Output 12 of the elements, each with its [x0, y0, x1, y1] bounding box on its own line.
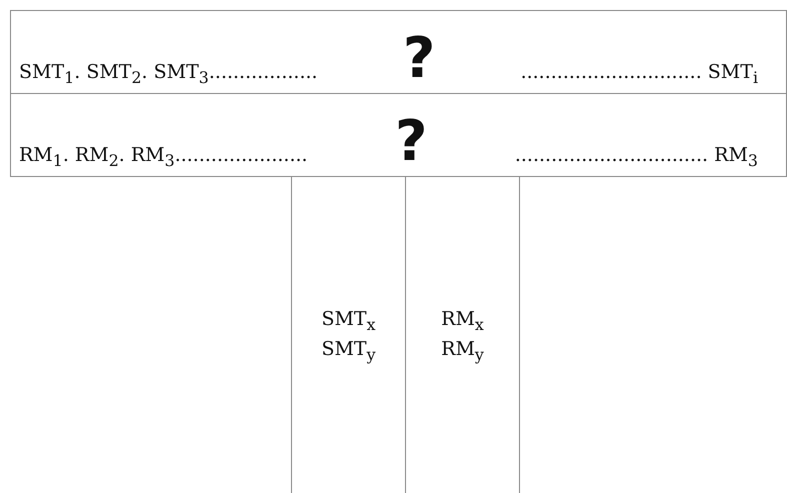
question-mark: ?: [402, 31, 436, 87]
column-label: SMT$_{x}$: [320, 307, 377, 336]
sequence-label: ................................ RM$_{3}$: [514, 144, 758, 170]
sequence-label: .............................. SMT$_{i}$: [520, 61, 758, 87]
table-row: [10, 93, 787, 177]
column-label: RM$_{x}$: [440, 307, 485, 336]
column-label: SMT$_{y}$: [320, 336, 377, 366]
column-label: RM$_{y}$: [440, 336, 485, 366]
table-row: [10, 10, 787, 94]
sequence-label: RM$_{1}$. RM$_{2}$. RM$_{3}$......................: [19, 144, 308, 170]
sequence-label: SMT$_{1}$. SMT$_{2}$. SMT$_{3}$..................: [19, 61, 318, 87]
question-mark: ?: [394, 114, 428, 170]
